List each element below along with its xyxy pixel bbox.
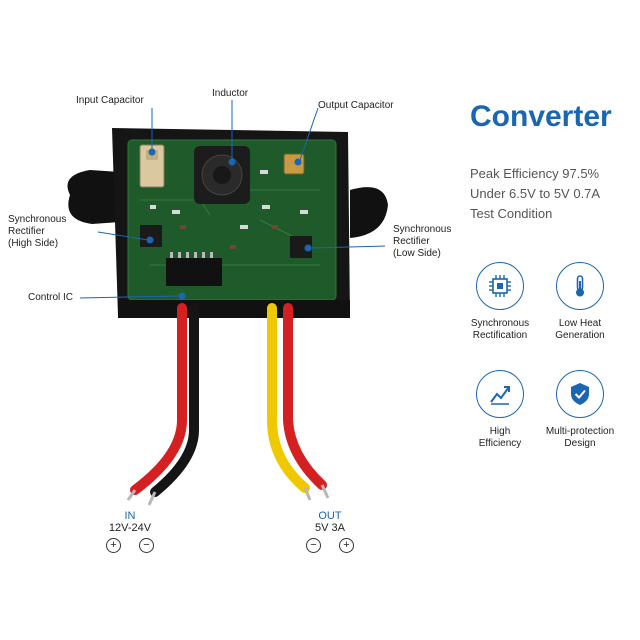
spec-block: Peak Efficiency 97.5% Under 6.5V to 5V 0… (470, 164, 635, 224)
chip-icon (476, 262, 524, 310)
input-wire-positive (130, 303, 187, 495)
feature-label: Multi-protection Design (535, 426, 625, 450)
callout-line: Synchronous (393, 224, 452, 235)
feature-multi-protection-design: Multi-protection Design (535, 370, 625, 450)
callout-sync-rectifier-high: Synchronous Rectifier (High Side) (8, 214, 66, 250)
feature-label: High Efficiency (455, 426, 545, 450)
minus-symbol: − (306, 538, 321, 553)
callout-output-capacitor: Output Capacitor (318, 100, 394, 111)
mounting-ear-right (350, 187, 388, 238)
plus-symbol: + (339, 538, 354, 553)
callout-line: (High Side) (8, 238, 59, 249)
spec-line: Test Condition (470, 206, 553, 221)
feature-label-line: Design (564, 438, 596, 449)
callout-control-ic: Control IC (28, 292, 74, 303)
input-wire-negative (150, 303, 199, 497)
feature-label: Low Heat Generation (535, 318, 625, 342)
mounting-ear-left (67, 170, 120, 224)
thermometer-icon (556, 262, 604, 310)
sync-rectifier-high (140, 225, 162, 247)
minus-symbol: − (139, 538, 154, 553)
feature-label-line: Efficiency (478, 438, 522, 449)
feature-high-efficiency: High Efficiency (455, 370, 545, 450)
in-voltage: 12V-24V (108, 522, 152, 534)
in-label: IN (124, 510, 136, 522)
out-label: OUT (318, 510, 342, 522)
callout-sync-rectifier-low: Synchronous Rectifier (Low Side) (393, 224, 451, 260)
callout-line: Rectifier (393, 236, 430, 247)
feature-synchronous-rectification: Synchronous Rectification (455, 262, 545, 342)
feature-label-line: Generation (555, 330, 605, 341)
callout-line: Rectifier (8, 226, 45, 237)
output-wire-positive (283, 303, 327, 490)
sync-rectifier-low (290, 236, 312, 258)
spec-line: Peak Efficiency 97.5% (470, 166, 600, 181)
callout-line: (Low Side) (393, 248, 441, 259)
input-terminal-label: IN 12V-24V + − (100, 510, 160, 553)
page-title: Converter (470, 100, 612, 133)
plus-symbol: + (106, 538, 121, 553)
out-voltage: 5V 3A (315, 522, 345, 534)
output-wire-negative (267, 303, 310, 493)
output-terminal-label: OUT 5V 3A − + (300, 510, 360, 553)
feature-low-heat-generation: Low Heat Generation (535, 262, 625, 342)
callout-inductor: Inductor (212, 88, 249, 99)
feature-label-line: High (489, 426, 511, 437)
feature-label-line: Synchronous (470, 318, 530, 329)
spec-line: Under 6.5V to 5V 0.7A (470, 186, 601, 201)
control-ic (166, 258, 222, 286)
converter-module-illustration (67, 100, 388, 506)
efficiency-icon (476, 370, 524, 418)
feature-label: Synchronous Rectification (455, 318, 545, 342)
shield-check-icon (556, 370, 604, 418)
callout-line: Synchronous (8, 214, 67, 225)
feature-label-line: Multi-protection (545, 426, 615, 437)
feature-label-line: Rectification (472, 330, 528, 341)
feature-label-line: Low Heat (558, 318, 602, 329)
callout-input-capacitor: Input Capacitor (76, 95, 144, 106)
